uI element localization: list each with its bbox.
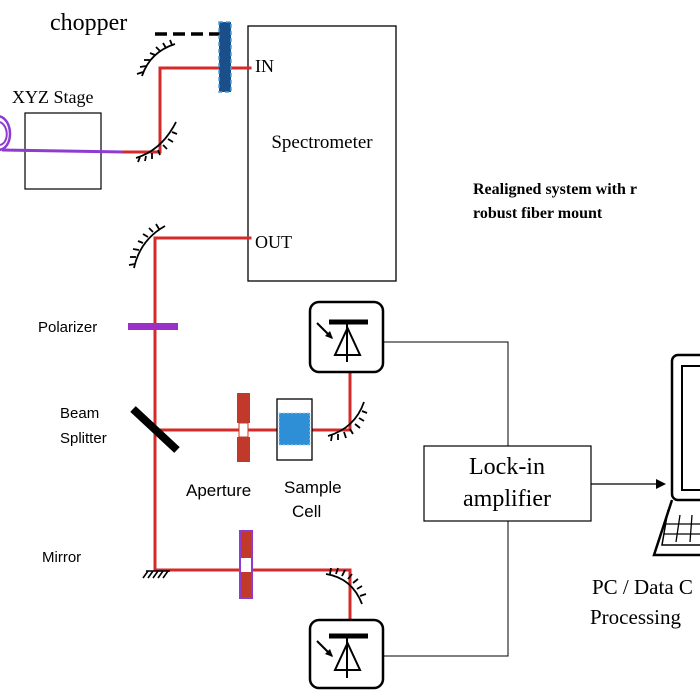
arrow-head-to-pc bbox=[656, 479, 666, 489]
flat-mirror bbox=[142, 570, 170, 579]
curved-mirror-reference bbox=[327, 401, 368, 442]
lockin-label-1: Lock-in bbox=[469, 454, 545, 480]
curved-mirror-input-bottom bbox=[135, 121, 178, 163]
photodetector-reference bbox=[308, 300, 385, 374]
aperture-reference bbox=[237, 393, 250, 462]
pc-label-1: PC / Data C bbox=[592, 575, 693, 599]
fiber-coil bbox=[0, 115, 12, 151]
sample-cell-label-1: Sample bbox=[284, 478, 342, 497]
spectrometer-label: Spectrometer bbox=[271, 132, 373, 153]
curved-mirror-sample bbox=[325, 567, 367, 605]
spectrometer-box bbox=[247, 25, 397, 282]
beam-splitter-label-2: Splitter bbox=[60, 430, 107, 447]
polarizer-element bbox=[128, 323, 178, 330]
chopper-blade bbox=[218, 21, 232, 93]
note-line-1: Realigned system with r bbox=[473, 181, 637, 198]
in-port-label: IN bbox=[255, 56, 274, 76]
chopper-label: chopper bbox=[50, 10, 127, 36]
mirror-label: Mirror bbox=[42, 549, 81, 566]
laser-beam-paths bbox=[122, 66, 352, 628]
pc-label-2: Processing bbox=[590, 605, 681, 629]
optical-fiber bbox=[1, 148, 125, 154]
lockin-label-2: amplifier bbox=[463, 486, 551, 512]
curved-mirrors bbox=[128, 39, 368, 605]
xyz-stage-label: XYZ Stage bbox=[12, 87, 93, 107]
signal-wires bbox=[383, 341, 509, 657]
sample-cell-label-2: Cell bbox=[292, 502, 321, 521]
laptop-icon bbox=[652, 353, 700, 557]
aperture-sample bbox=[239, 530, 253, 599]
out-port-label: OUT bbox=[255, 232, 292, 252]
wire-sample-detector bbox=[383, 521, 509, 657]
note-line-2: robust fiber mount bbox=[473, 205, 603, 222]
curved-mirror-input-top bbox=[136, 39, 176, 77]
beam-splitter-label-1: Beam bbox=[60, 405, 99, 422]
wire-reference-detector bbox=[383, 341, 509, 446]
polarizer-label: Polarizer bbox=[38, 319, 97, 336]
aperture-label: Aperture bbox=[186, 481, 251, 500]
fiber-coil-inner bbox=[0, 121, 8, 146]
sample-cell bbox=[276, 398, 313, 461]
curved-mirror-output bbox=[128, 223, 166, 269]
beam-splitter-element bbox=[130, 406, 180, 453]
photodetector-sample bbox=[308, 618, 385, 690]
